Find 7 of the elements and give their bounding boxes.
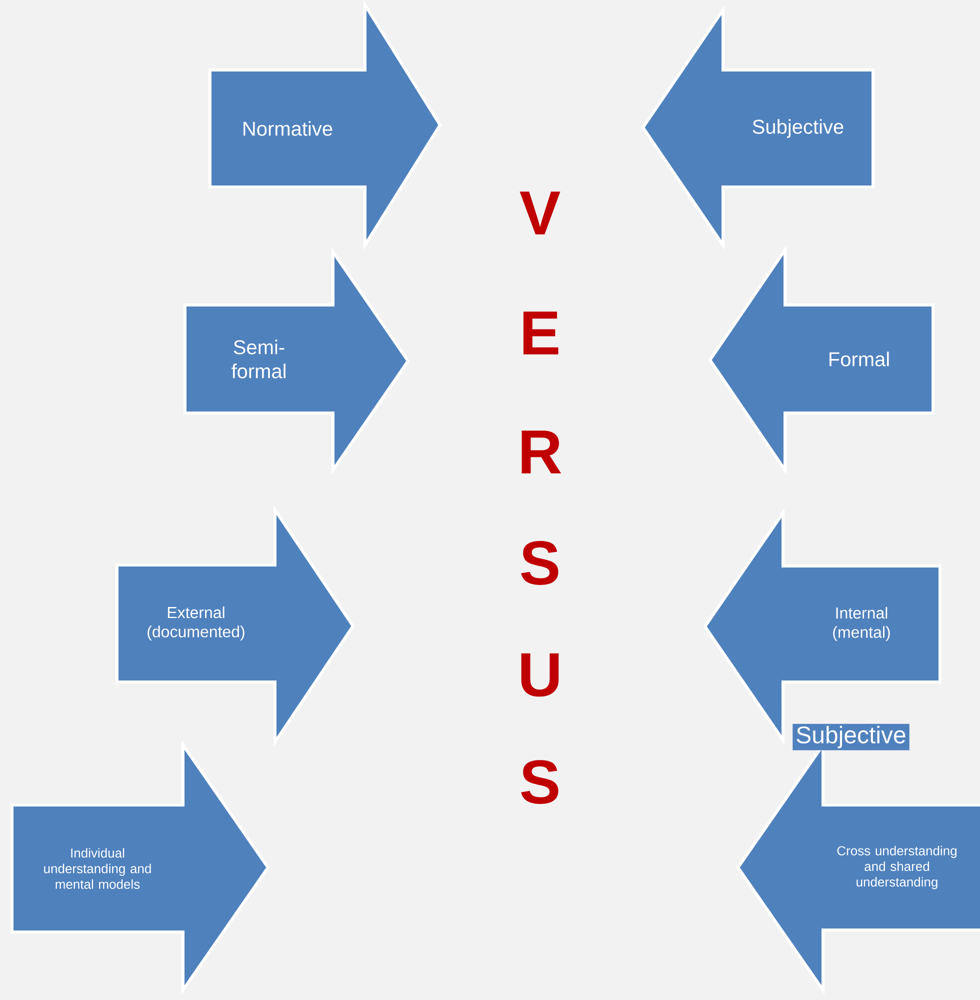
versus-letter: S <box>521 541 558 585</box>
versus-letter: U <box>521 653 559 697</box>
versus-letter: V <box>520 192 560 234</box>
versus-letter: R <box>522 430 562 474</box>
versus-letter: S <box>521 760 558 804</box>
versus-letter: E <box>523 312 558 354</box>
overlay-text: Subjective <box>792 724 910 750</box>
